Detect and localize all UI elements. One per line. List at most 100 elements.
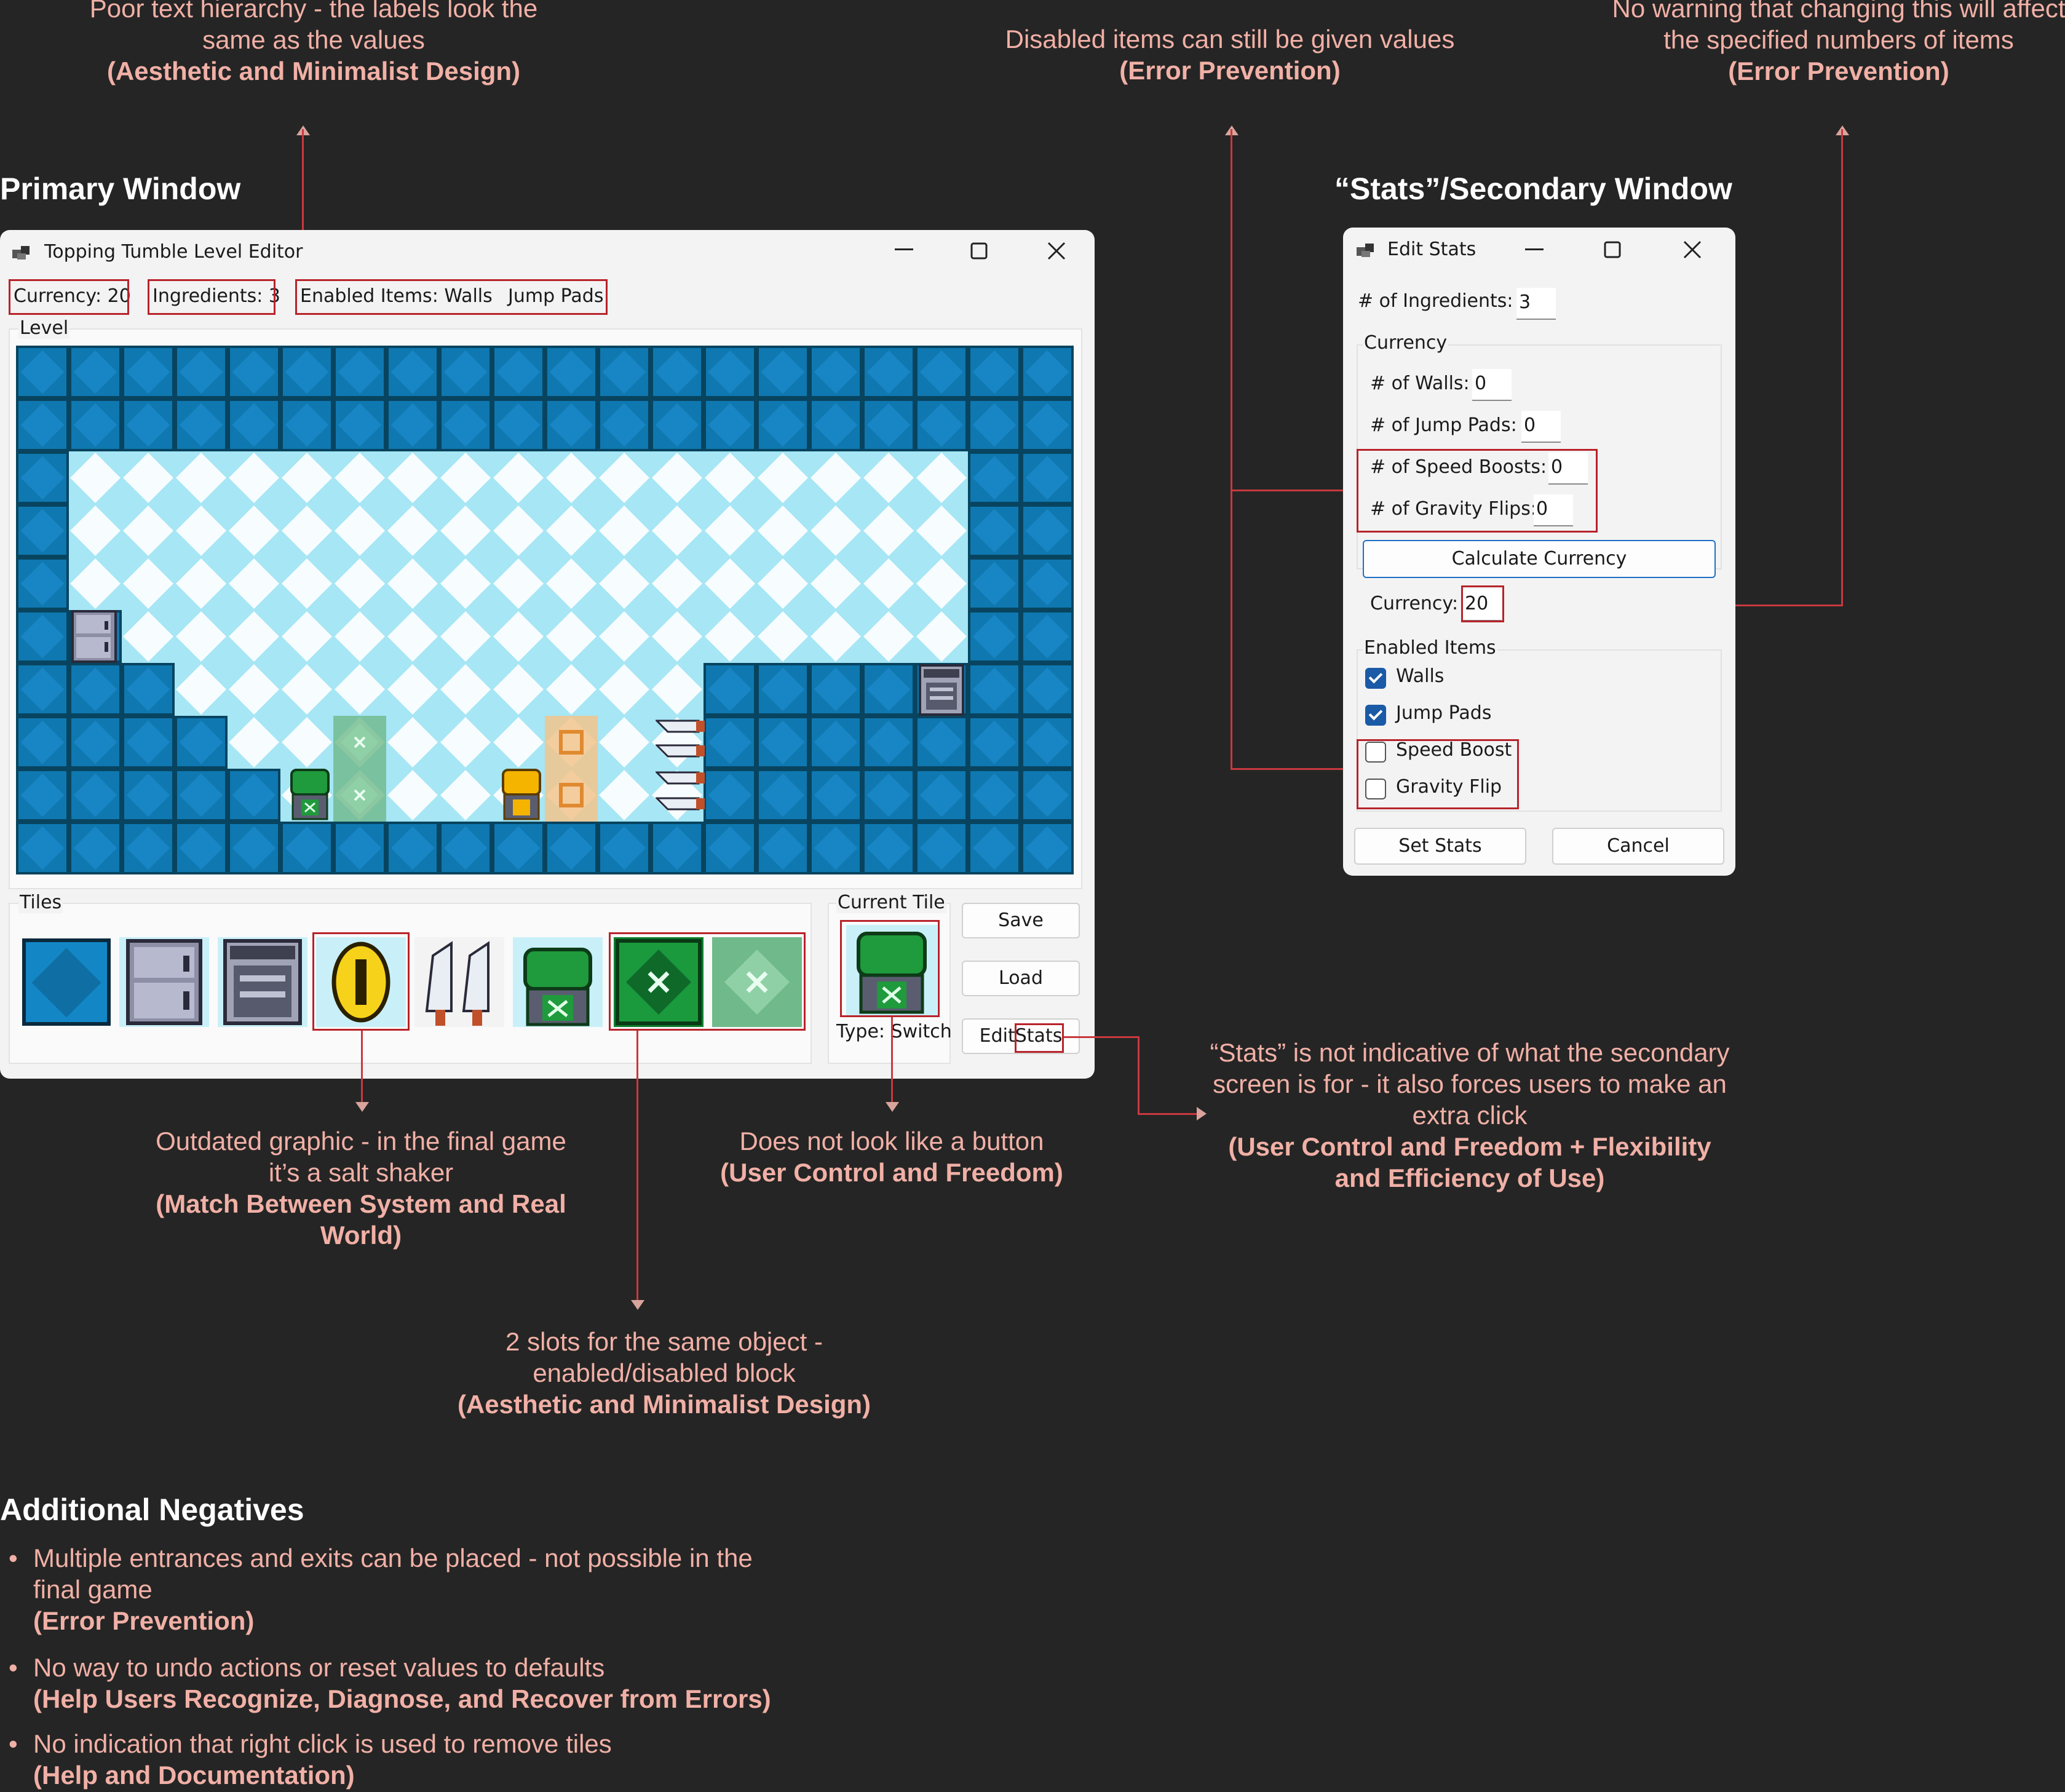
annotation-text-hierarchy: Poor text hierarchy - the labels look th… — [89, 0, 538, 85]
minimize-icon[interactable] — [1525, 248, 1544, 252]
wall-tile — [968, 769, 1021, 822]
wall-tile — [1021, 716, 1074, 769]
palette-coin[interactable] — [316, 937, 406, 1027]
wall-tile — [704, 346, 756, 398]
wall-tile — [69, 398, 122, 451]
speedboosts-field[interactable]: 0 — [1548, 453, 1588, 485]
cancel-button[interactable]: Cancel — [1552, 828, 1724, 865]
enabled-items-group — [1357, 649, 1722, 812]
wall-tile — [968, 346, 1021, 398]
wall-tile — [69, 663, 122, 716]
set-stats-button[interactable]: Set Stats — [1354, 828, 1526, 865]
wall-tile — [122, 663, 175, 716]
arrow-down-button — [886, 1102, 899, 1112]
currency-status: Currency: 20 — [14, 285, 131, 307]
wall-tile — [386, 398, 439, 451]
wall-tile — [756, 398, 809, 451]
currency-label: Currency: — [1370, 593, 1459, 614]
wall-tile — [439, 822, 492, 874]
current-tile-type: Type: Switch — [836, 1021, 952, 1042]
jumppads-label: # of Jump Pads: — [1370, 414, 1517, 436]
wall-tile — [439, 346, 492, 398]
maximize-icon[interactable] — [1604, 241, 1621, 258]
wall-tile — [651, 822, 704, 874]
speedboosts-label: # of Speed Boosts: — [1370, 456, 1547, 478]
palette-knife-spikes[interactable] — [414, 937, 504, 1027]
wall-tile — [492, 346, 545, 398]
bullet-dot: • — [9, 1544, 18, 1572]
palette-fridge-entrance[interactable] — [119, 937, 209, 1027]
wall-tile — [651, 346, 704, 398]
maximize-icon[interactable] — [970, 242, 988, 260]
wall-tile — [598, 346, 651, 398]
wall-tile — [1021, 610, 1074, 663]
wall-tile — [968, 663, 1021, 716]
wall-tile — [1021, 346, 1074, 398]
jumppads-field[interactable]: 0 — [1521, 411, 1561, 443]
close-icon[interactable] — [1047, 241, 1066, 261]
wall-tile — [16, 346, 69, 398]
wall-tile — [280, 398, 333, 451]
arrow-down-blocks — [631, 1300, 644, 1310]
wall-tile — [862, 822, 915, 874]
additional-negative-item: Multiple entrances and exits can be plac… — [33, 1544, 753, 1635]
wall-tile — [968, 716, 1021, 769]
wall-tile — [492, 822, 545, 874]
wall-tile — [16, 822, 69, 874]
wall-tile — [69, 346, 122, 398]
checkbox-label-3: Gravity Flip — [1396, 776, 1502, 798]
checkbox-3[interactable] — [1365, 779, 1386, 799]
marker-currency — [9, 279, 129, 315]
palette-block-disabled[interactable] — [712, 937, 802, 1027]
wall-tile — [228, 822, 280, 874]
wall-tile — [280, 822, 333, 874]
close-icon[interactable] — [1683, 240, 1702, 260]
wall-tile — [175, 822, 228, 874]
wall-tile — [492, 398, 545, 451]
currency-field[interactable]: 20 — [1462, 589, 1502, 621]
wall-tile — [333, 398, 386, 451]
wall-tile — [1021, 504, 1074, 557]
wall-tile — [809, 716, 862, 769]
checkbox-0[interactable] — [1365, 668, 1386, 689]
walls-field[interactable]: 0 — [1472, 369, 1512, 401]
arrow-down-coin — [355, 1102, 369, 1112]
wall-tile — [545, 346, 598, 398]
wall-tile — [16, 504, 69, 557]
marker-enabled-items — [295, 279, 608, 315]
calculate-currency-button[interactable]: Calculate Currency — [1363, 540, 1716, 578]
tiles-label: Tiles — [18, 892, 63, 913]
wall-tile — [16, 716, 69, 769]
palette-block-enabled[interactable] — [614, 937, 704, 1027]
wall-tile — [122, 346, 175, 398]
checkbox-label-1: Jump Pads — [1396, 702, 1492, 724]
stats-window: Edit Stats # of Ingredients: 3 Currency … — [1343, 228, 1735, 876]
palette-switch[interactable] — [513, 937, 603, 1027]
edit-label: Edit — [979, 1025, 1015, 1047]
level-canvas[interactable] — [16, 346, 1074, 874]
checkbox-1[interactable] — [1365, 705, 1386, 726]
wall-tile — [1021, 822, 1074, 874]
wall-tile — [809, 346, 862, 398]
ingredients-field[interactable]: 3 — [1516, 288, 1556, 320]
additional-negative-item: No way to undo actions or reset values t… — [33, 1653, 771, 1713]
wall-tile — [809, 822, 862, 874]
wall-tile — [228, 398, 280, 451]
wall-tile — [122, 716, 175, 769]
wall-tile — [809, 398, 862, 451]
wall-tile — [915, 716, 968, 769]
palette-oven-exit[interactable] — [218, 937, 307, 1027]
save-button[interactable]: Save — [962, 903, 1080, 938]
gravityflips-field[interactable]: 0 — [1534, 494, 1573, 526]
wall-tile — [333, 346, 386, 398]
wall-tile — [651, 398, 704, 451]
wall-tile — [122, 822, 175, 874]
additional-negatives-heading: Additional Negatives — [0, 1493, 304, 1527]
wall-tile — [862, 663, 915, 716]
currency-group-label: Currency — [1363, 332, 1449, 354]
minimize-icon[interactable] — [895, 248, 913, 252]
wall-tile — [704, 769, 756, 822]
load-button[interactable]: Load — [962, 961, 1080, 996]
checkbox-2[interactable] — [1365, 742, 1386, 763]
palette-wall-tile[interactable] — [22, 938, 111, 1026]
